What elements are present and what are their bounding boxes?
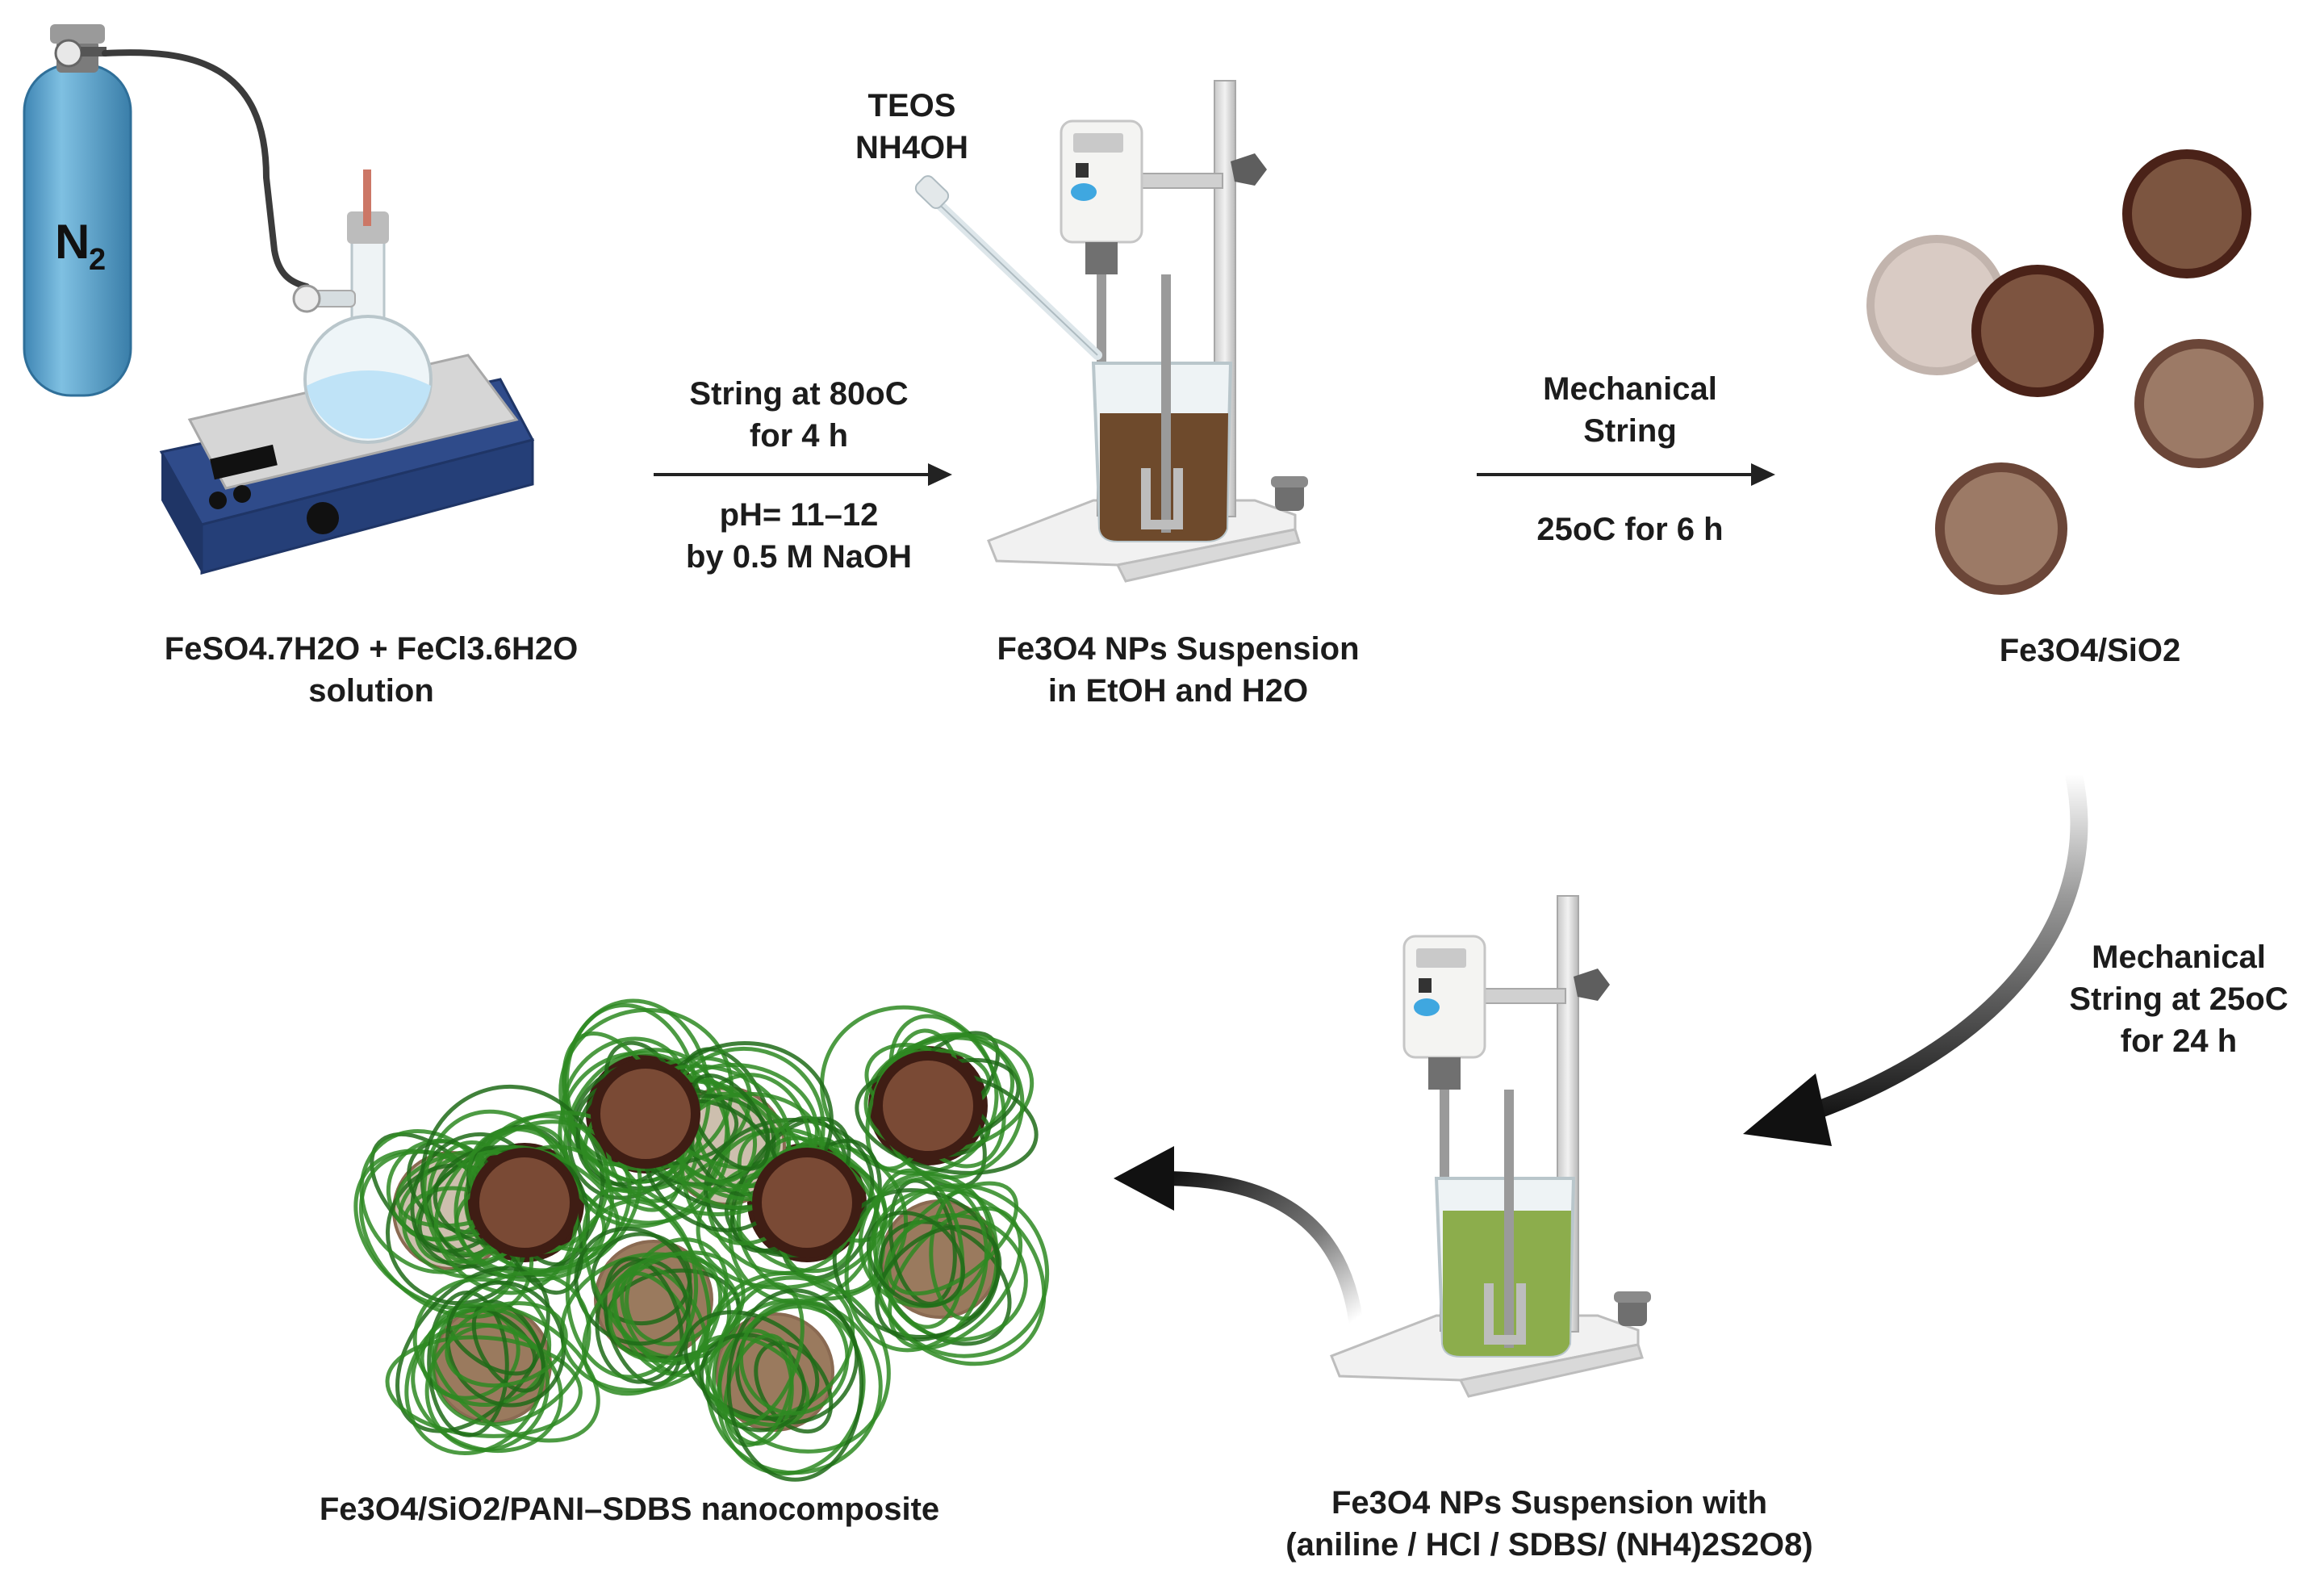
nanoparticle-core-front [591, 1059, 700, 1169]
pani-fiber [574, 1226, 693, 1346]
overhead-stirrer-green [1330, 894, 1653, 1398]
pani-nanocomposite-cluster [353, 998, 1050, 1482]
arrow2-above-label: Mechanical String [1461, 368, 1799, 452]
step2-reagents: TEOS NH4OH [807, 85, 1017, 169]
arrow1-above-line2: for 4 h [749, 418, 849, 454]
step4-caption-line2: (aniline / HCl / SDBS/ (NH4)2S2O8) [1285, 1527, 1813, 1563]
step3-caption-text: Fe3O4/SiO2 [1999, 633, 2181, 668]
step2-caption-line1: Fe3O4 NPs Suspension [997, 631, 1360, 667]
nanoparticle-core-front [470, 1148, 579, 1257]
pani-fiber [558, 1007, 734, 1172]
pani-fiber [875, 1224, 1002, 1342]
nanoparticle-core-front [752, 1148, 862, 1257]
step4-caption-line1: Fe3O4 NPs Suspension with [1331, 1485, 1768, 1521]
arrow-step4-to-step5 [1114, 1146, 1363, 1327]
gas-tubing [102, 49, 310, 290]
pani-fiber [726, 1288, 864, 1482]
pani-fiber [872, 1168, 965, 1329]
arrow2-below-line1: 25oC for 6 h [1536, 512, 1724, 547]
pani-fiber [429, 1302, 600, 1443]
pani-fiber [431, 1270, 591, 1427]
step2-reagent-line1: TEOS [867, 88, 956, 123]
pani-fiber [424, 1323, 550, 1452]
gas-cylinder [23, 24, 132, 397]
pani-fiber [844, 1176, 989, 1353]
silica-coated-particles [1866, 149, 2263, 595]
arrow3-line2: String at 25oC [2069, 981, 2288, 1017]
arrow1-below-label: pH= 11–12 by 0.5 M NaOH [629, 494, 968, 578]
overhead-stirrer-brown [987, 79, 1310, 583]
step3-caption: Fe3O4/SiO2 [1921, 630, 2259, 672]
arrow3-line1: Mechanical [2092, 939, 2266, 975]
svg-text:2: 2 [89, 243, 106, 277]
arrow3-line3: for 24 h [2120, 1023, 2238, 1059]
svg-text:N: N [55, 215, 90, 269]
arrow2-above-line2: String [1583, 413, 1677, 449]
step5-caption: Fe3O4/SiO2/PANI–SDBS nanocomposite [307, 1488, 952, 1530]
round-bottom-flask [292, 169, 433, 444]
step2-reagent-line2: NH4OH [855, 130, 969, 165]
pani-fiber [887, 1181, 1019, 1296]
arrow1-above-label: String at 80oC for 4 h [629, 373, 968, 457]
step1-caption-line1: FeSO4.7H2O + FeCl3.6H2O [164, 631, 579, 667]
step4-caption: Fe3O4 NPs Suspension with (aniline / HCl… [1227, 1482, 1872, 1566]
pipette [914, 175, 1102, 360]
arrow1-below-line1: pH= 11–12 [719, 497, 879, 533]
nanoparticle-core-front [873, 1051, 983, 1161]
step2-caption-line2: in EtOH and H2O [1047, 673, 1309, 709]
step1-caption-line2: solution [308, 673, 434, 709]
arrow-step3-to-step4 [1743, 766, 2088, 1146]
arrow2-above-line1: Mechanical [1543, 371, 1717, 407]
step5-caption-text: Fe3O4/SiO2/PANI–SDBS nanocomposite [319, 1492, 940, 1527]
arrow2-below-label: 25oC for 6 h [1461, 508, 1799, 550]
pani-fiber [385, 1335, 583, 1438]
arrow3-label: Mechanical String at 25oC for 24 h [2050, 936, 2308, 1062]
pani-fiber [688, 1073, 771, 1171]
pani-fiber [867, 1187, 1047, 1366]
arrow1-above-line1: String at 80oC [689, 376, 909, 412]
step1-caption: FeSO4.7H2O + FeCl3.6H2O solution [145, 628, 597, 712]
pani-fiber [738, 1299, 850, 1416]
n2-label: N 2 [55, 215, 106, 277]
arrow-step2-to-step3 [1477, 463, 1775, 486]
arrow1-below-line2: by 0.5 M NaOH [685, 539, 913, 575]
pani-fiber [445, 1301, 568, 1388]
step2-caption: Fe3O4 NPs Suspension in EtOH and H2O [968, 628, 1388, 712]
arrow-step1-to-step2 [654, 463, 952, 486]
